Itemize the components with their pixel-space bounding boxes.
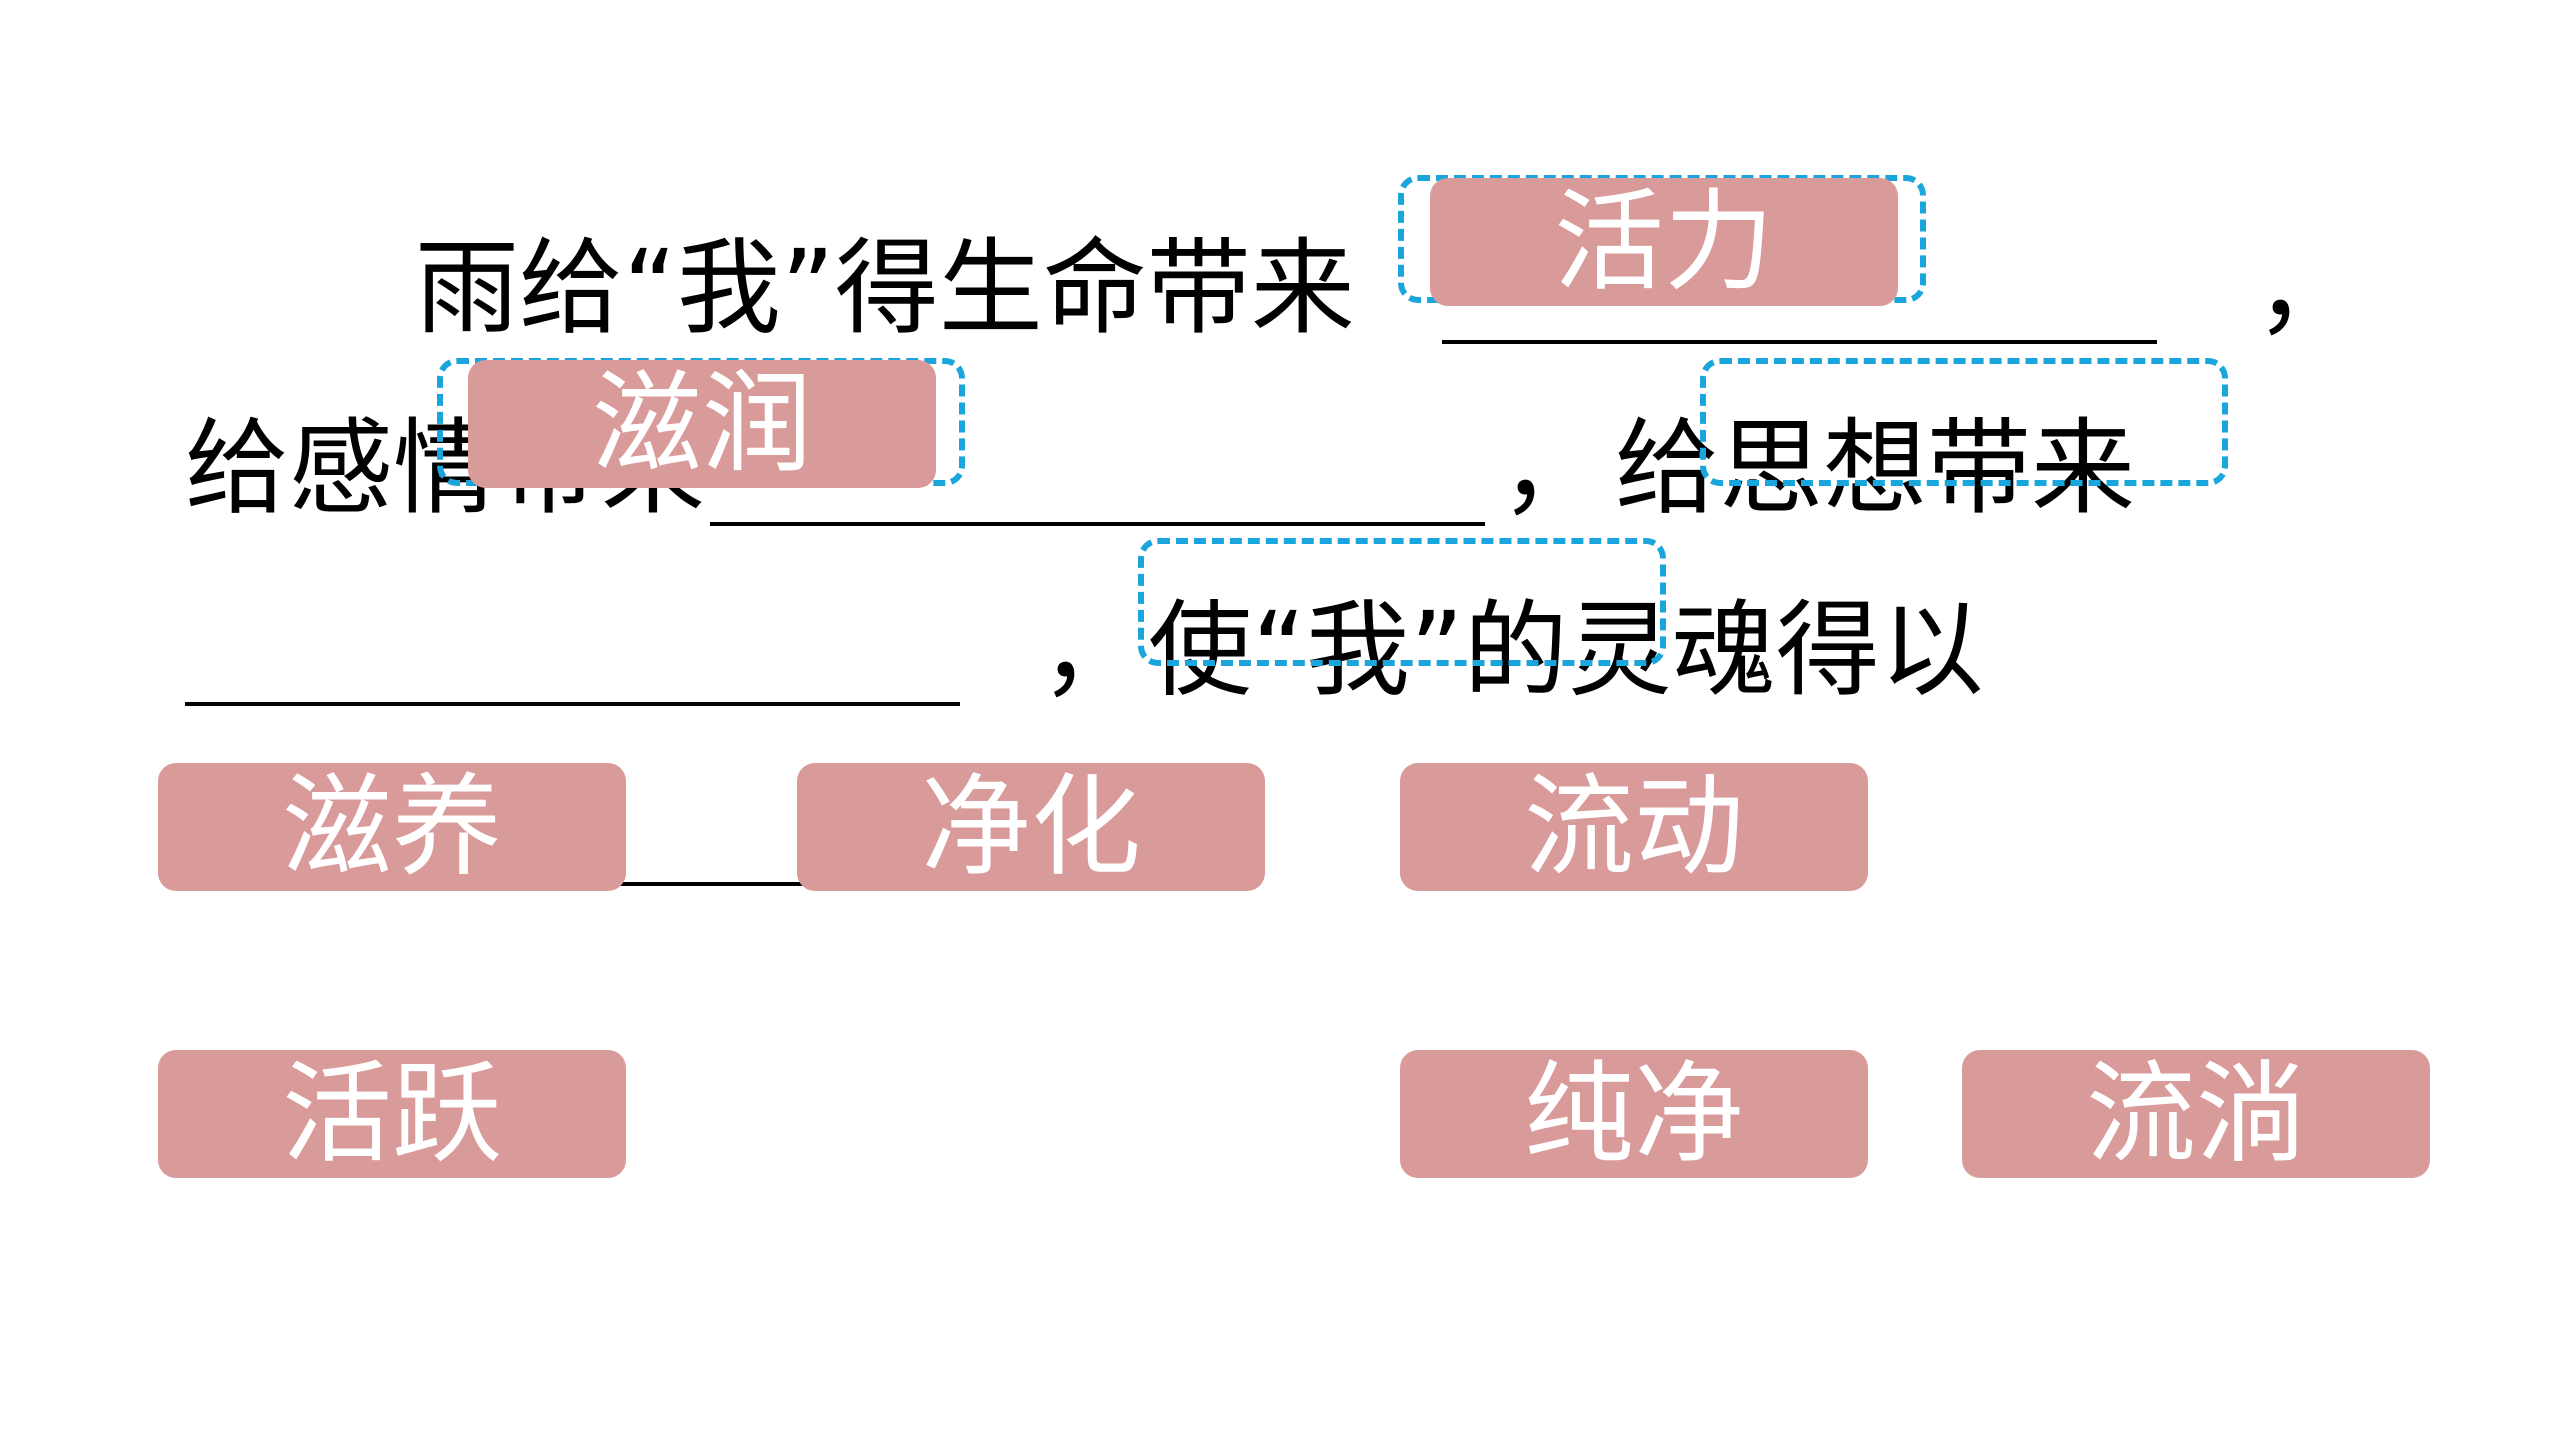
drop-zone-4[interactable] bbox=[1138, 538, 1666, 666]
sentence-line1-text: 雨给“我”得生命带来 bbox=[415, 227, 1355, 349]
answer-blank-3 bbox=[185, 702, 960, 706]
sentence-line3-text: 使“我”的灵魂得以 bbox=[1148, 589, 1984, 711]
comma-2: ， bbox=[1500, 407, 1605, 529]
word-chip-4[interactable]: 活跃 bbox=[158, 1050, 626, 1178]
drop-zone-3[interactable] bbox=[1700, 358, 2228, 486]
word-chip-6[interactable]: 流淌 bbox=[1962, 1050, 2430, 1178]
word-chip-5[interactable]: 纯净 bbox=[1400, 1050, 1868, 1178]
word-chip-3[interactable]: 流动 bbox=[1400, 763, 1868, 891]
word-chip-1[interactable]: 滋养 bbox=[158, 763, 626, 891]
answer-blank-1 bbox=[1442, 340, 2157, 344]
comma-3: ， bbox=[1040, 589, 1145, 711]
placed-chip-2[interactable]: 滋润 bbox=[468, 360, 936, 488]
word-chip-2[interactable]: 净化 bbox=[797, 763, 1265, 891]
answer-blank-2 bbox=[710, 522, 1485, 526]
placed-chip-1[interactable]: 活力 bbox=[1430, 178, 1898, 306]
comma-1: ， bbox=[2255, 227, 2360, 349]
